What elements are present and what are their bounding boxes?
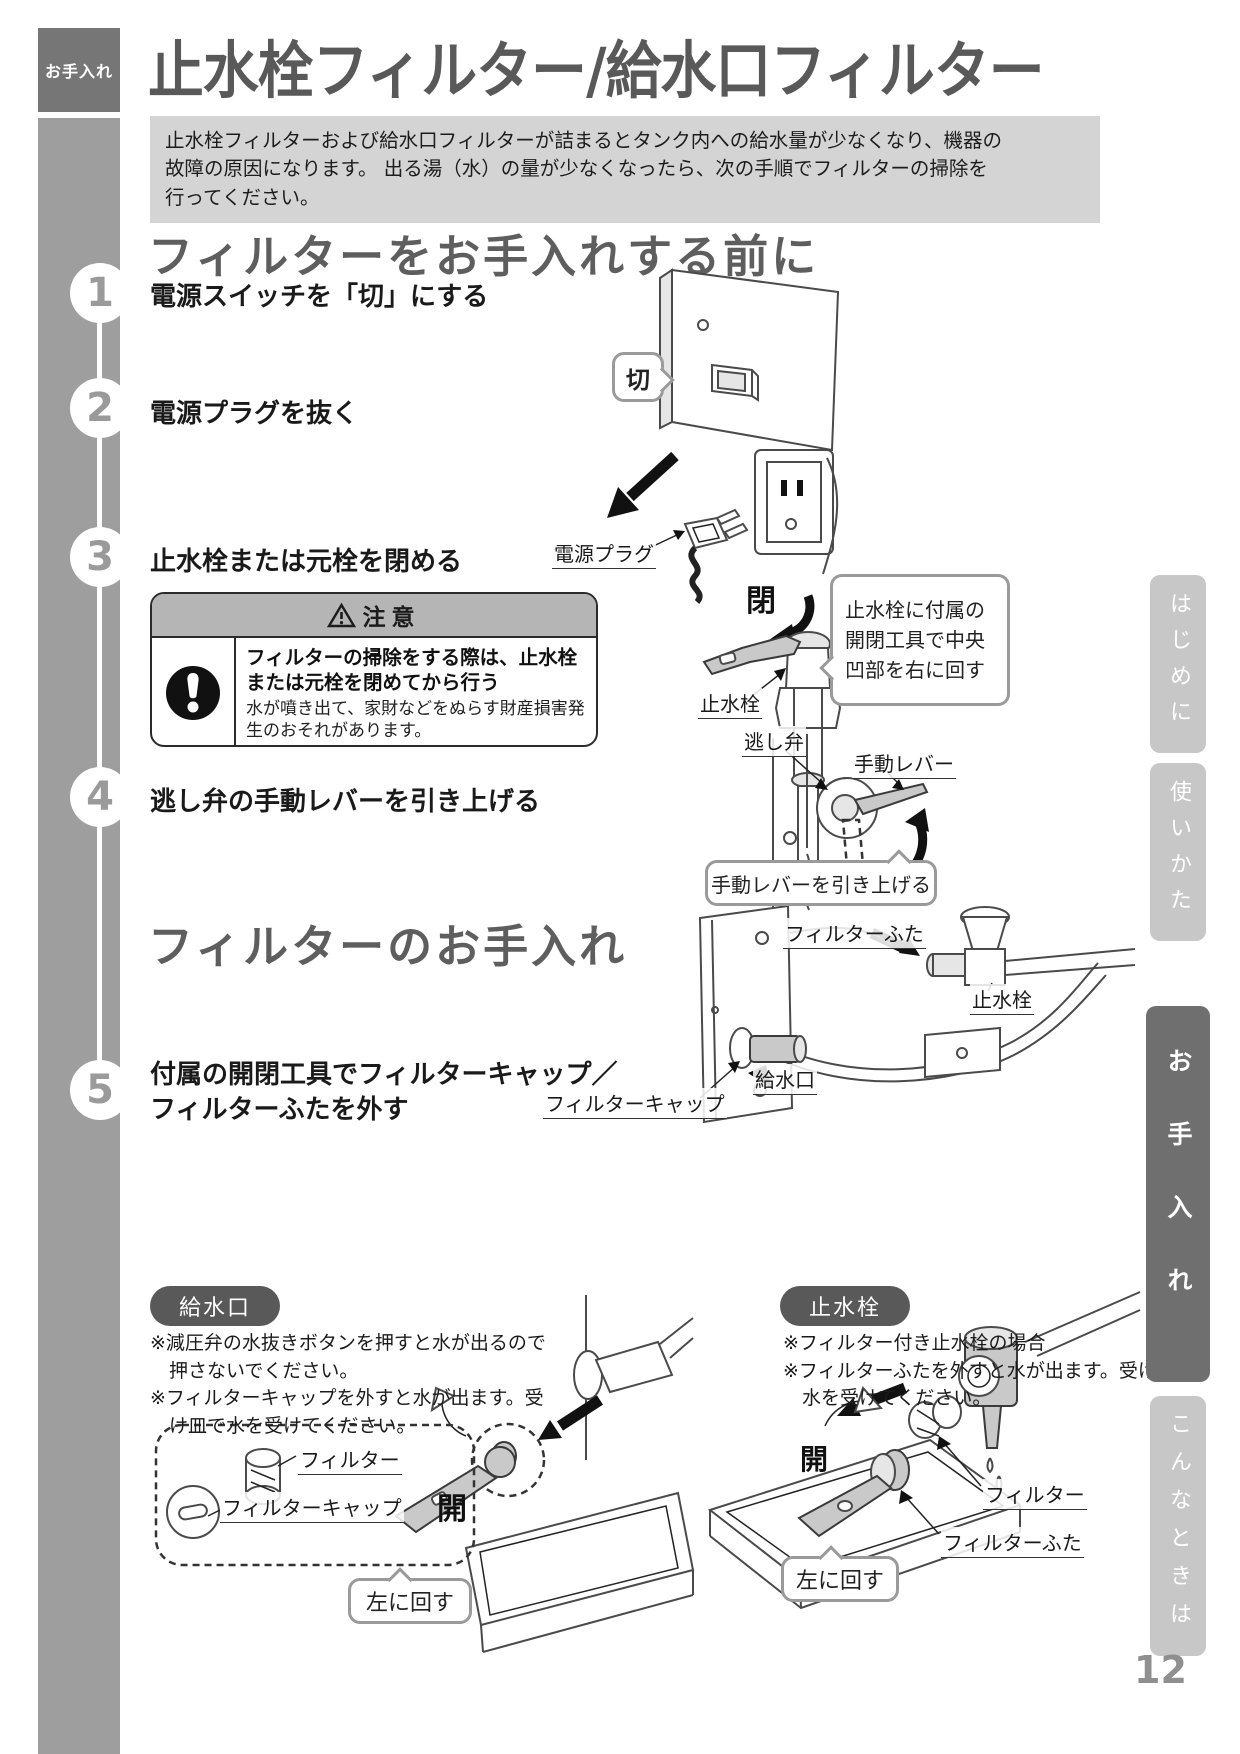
filter-cap-label: フィルターキャップ [543, 1088, 727, 1119]
inlet-note-2: ※フィルターキャップを外すと水が出ます。受け皿で水を受けてください。 [150, 1387, 544, 1437]
open-kanji-inlet: 開 [437, 1492, 467, 1527]
step-connector-line [97, 293, 102, 1090]
turn-left-callout-inlet: 左に回す [348, 1567, 472, 1624]
inlet-badge: 給水口 [150, 1286, 280, 1326]
power-plug-diagram [607, 449, 839, 605]
power-switch-diagram [659, 268, 840, 452]
open-kanji-shutoff: 開 [800, 1443, 829, 1476]
filter-lid-label-shutoff: フィルターふた [941, 1527, 1084, 1558]
relief-valve-label: 逃し弁 [742, 726, 806, 757]
step4-text: 逃し弁の手動レバーを引き上げる [150, 787, 541, 817]
off-callout-text: 切 [626, 365, 650, 394]
turn-left-callout-shutoff: 左に回す [781, 1545, 899, 1602]
shutoff-tool-callout: 止水栓に付属の開閉工具で中央凹部を右に回す [819, 574, 1010, 706]
caution-title: 注意 [362, 605, 421, 631]
inlet-filter-diagram [154, 1295, 695, 1653]
filter-cap-label-inlet: フィルターキャップ [220, 1492, 404, 1523]
shutoff-note-1: ※フィルター付き止水栓の場合 [783, 1332, 1046, 1354]
off-callout: 切 [612, 352, 675, 402]
water-inlet-label: 給水口 [753, 1064, 817, 1095]
step-number-4: 4 [70, 767, 130, 827]
sidebar-tab-konnatokiwa: こんなときは [1150, 1396, 1206, 1656]
shutoff-badge: 止水栓 [780, 1286, 910, 1326]
page-number: 12 [1134, 1648, 1187, 1692]
step2-text: 電源プラグを抜く [150, 399, 359, 429]
section-tab: お手入れ [38, 28, 120, 112]
close-kanji: 閉 [746, 584, 776, 619]
intro-line: 故障の原因になります。 出る湯（水）の量が少なくなったら、次の手順でフィルターの… [165, 157, 988, 181]
inlet-note-1: ※減圧弁の水抜きボタンを押すと水が出るので押さないでください。 [150, 1332, 546, 1382]
shutoff-valve-label-2: 止水栓 [970, 984, 1034, 1015]
caution-header: 注意 [152, 594, 596, 638]
mandatory-icon [166, 666, 220, 720]
sidebar-tab-hajimeni: はじめに [1150, 575, 1206, 753]
shutoff-valve-label: 止水栓 [698, 688, 762, 719]
care-heading: フィルターのお手入れ [148, 920, 628, 973]
step-number-1: 1 [70, 263, 130, 323]
step5-text: 付属の開閉工具でフィルターキャップ／ フィルターふたを外す [150, 1058, 617, 1128]
turn-left-text: 左に回す [795, 1569, 884, 1594]
shutoff-tool-callout-text: 止水栓に付属の開閉工具で中央凹部を右に回す [845, 598, 985, 682]
lever-action-callout-text: 手動レバーを引き上げる [711, 872, 931, 897]
shutoff-notes: ※フィルター付き止水栓の場合 ※フィルターふたを外すと水が出ます。受け皿で水を受… [783, 1330, 1213, 1413]
filter-lid-label: フィルターふた [783, 918, 926, 949]
intro-line: 止水栓フィルターおよび給水口フィルターが詰まるとタンク内への給水量が少なくなり、… [165, 129, 1002, 152]
caution-bold-text: フィルターの掃除をする際は、止水栓または元栓を閉めてから行う [246, 646, 578, 695]
manual-lever-label: 手動レバー [852, 748, 956, 779]
caution-note-text: 水が噴き出て、家財などをぬらす財産損害発生のおそれがあります。 [246, 698, 585, 742]
caution-box: 注意 フィルターの掃除をする際は、止水栓または元栓を閉めてから行う 水が噴き出て… [150, 592, 598, 747]
turn-left-text: 左に回す [365, 1591, 454, 1616]
step5-line2: フィルターふたを外す [150, 1095, 409, 1126]
step1-text: 電源スイッチを「切」にする [150, 282, 489, 312]
step-number-5: 5 [70, 1060, 130, 1120]
step3-text: 止水栓または元栓を閉める [150, 547, 463, 577]
sidebar-tab-oteire: お手入れ [1146, 1006, 1210, 1382]
intro-line: 行ってください。 [165, 185, 320, 209]
step-number-2: 2 [70, 378, 130, 438]
step5-line1: 付属の開閉工具でフィルターキャップ／ [150, 1060, 618, 1090]
inlet-notes: ※減圧弁の水抜きボタンを押すと水が出るので押さないでください。 ※フィルターキャ… [150, 1330, 562, 1440]
intro-box: 止水栓フィルターおよび給水口フィルターが詰まるとタンク内への給水量が少なくなり、… [150, 116, 1100, 223]
shutoff-note-2: ※フィルターふたを外すと水が出ます。受け皿で水を受けてください。 [783, 1359, 1195, 1410]
step-rail [38, 118, 120, 1754]
filter-label-shutoff: フィルター [983, 1479, 1087, 1510]
lever-action-callout: 手動レバーを引き上げる [705, 849, 937, 906]
sidebar-tab-tsukaikata: 使いかた [1150, 763, 1206, 941]
page-title: 止水栓フィルター/給水口フィルター [148, 34, 1045, 107]
power-plug-label: 電源プラグ [552, 538, 656, 569]
warning-icon [326, 602, 356, 627]
filter-label-inlet: フィルター [298, 1444, 402, 1475]
step-number-3: 3 [70, 527, 130, 587]
